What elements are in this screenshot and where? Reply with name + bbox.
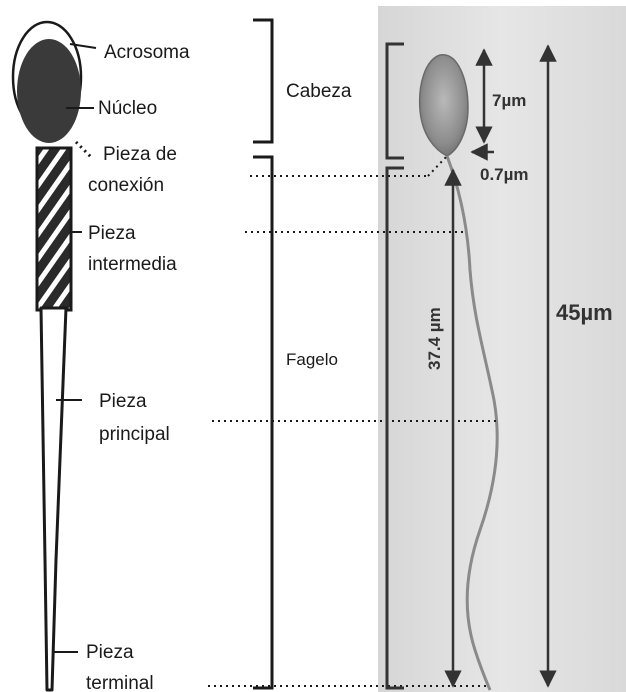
- tail-shape: [41, 308, 66, 690]
- label-flagelo: Fagelo: [286, 350, 338, 369]
- label-intermedia-2: intermedia: [88, 254, 177, 275]
- label-terminal-2: terminal: [86, 673, 154, 692]
- label-terminal-1: Pieza: [86, 642, 134, 663]
- label-principal-1: Pieza: [99, 391, 147, 412]
- measure-head-length: 7µm: [492, 91, 526, 110]
- measure-neck-width: 0.7µm: [480, 165, 529, 184]
- schematic-sperm: [13, 22, 92, 690]
- region-brackets: [253, 20, 272, 688]
- flagelo-bracket: [253, 157, 272, 688]
- label-conexion-1: Pieza de: [103, 144, 177, 165]
- cabeza-bracket: [253, 20, 272, 142]
- connection-dots: [76, 142, 92, 158]
- midpiece-shape: [37, 148, 71, 310]
- label-principal-2: principal: [99, 424, 170, 445]
- label-nucleo: Núcleo: [98, 98, 157, 119]
- label-cabeza: Cabeza: [286, 81, 352, 102]
- nucleus-shape: [17, 39, 81, 143]
- measure-flagellum-length: 37.4 µm: [425, 307, 444, 370]
- label-acrosoma: Acrosoma: [104, 42, 190, 63]
- label-intermedia-1: Pieza: [88, 223, 136, 244]
- part-labels: Acrosoma Núcleo Pieza de conexión Pieza …: [86, 42, 190, 692]
- measure-total-length: 45µm: [556, 300, 613, 325]
- label-conexion-2: conexión: [88, 175, 164, 196]
